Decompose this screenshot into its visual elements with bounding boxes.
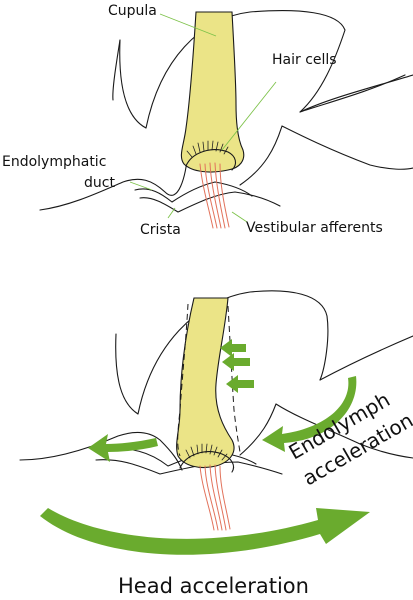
endolymph-acceleration-arrow	[262, 376, 357, 452]
crista-base-upper	[134, 181, 253, 203]
ampulla-outer-wall-left	[112, 39, 121, 101]
label-endolymphatic: Endolymphatic	[2, 154, 106, 170]
label-cupula: Cupula	[108, 3, 157, 19]
leader-cupula	[159, 13, 217, 37]
label-crista: Crista	[140, 222, 181, 238]
leader-crista	[167, 207, 176, 219]
duct-wall-right-outer	[299, 74, 413, 113]
ampulla-outer-wall	[119, 10, 406, 129]
duct-wall-right-outer-2	[319, 335, 413, 381]
flow-arrow-left	[88, 434, 158, 462]
duct-wall-left-2	[19, 431, 183, 471]
bottom-panel-acceleration: Endolymph acceleration Head acceleration	[19, 290, 413, 598]
duct-wall-right-2	[239, 403, 413, 459]
vestibular-afferent-fibers	[199, 162, 230, 229]
leader-vestibular	[231, 211, 248, 223]
leader-duct	[129, 181, 153, 191]
cupula-deflected	[176, 297, 235, 469]
force-arrow-3	[226, 375, 254, 393]
label-vestibular-afferents: Vestibular afferents	[246, 220, 383, 236]
crista-epithelium-2	[179, 451, 235, 473]
label-duct: duct	[84, 175, 115, 191]
top-panel-at-rest: Cupula Hair cells Endolymphatic duct Cri…	[2, 3, 413, 238]
leader-hair-cells	[221, 81, 277, 151]
label-hair-cells: Hair cells	[272, 52, 337, 68]
vestibular-afferent-fibers-2	[199, 464, 231, 531]
duct-wall-left	[39, 149, 189, 211]
cupula-resting-outline	[177, 303, 189, 457]
cupula-resting-outline-right	[227, 305, 241, 453]
force-arrow-1	[220, 339, 246, 357]
head-acceleration-arrow	[40, 508, 370, 555]
label-head-acceleration: Head acceleration	[118, 574, 309, 598]
crista-base-lower	[139, 191, 281, 213]
ampulla-outer-wall-2	[115, 290, 329, 415]
duct-wall-right	[239, 125, 413, 186]
endolymph-force-arrows	[220, 339, 254, 393]
crista-epithelium	[185, 149, 237, 171]
cupula	[180, 11, 245, 173]
force-arrow-2	[222, 353, 250, 371]
hair-cells	[186, 140, 229, 158]
